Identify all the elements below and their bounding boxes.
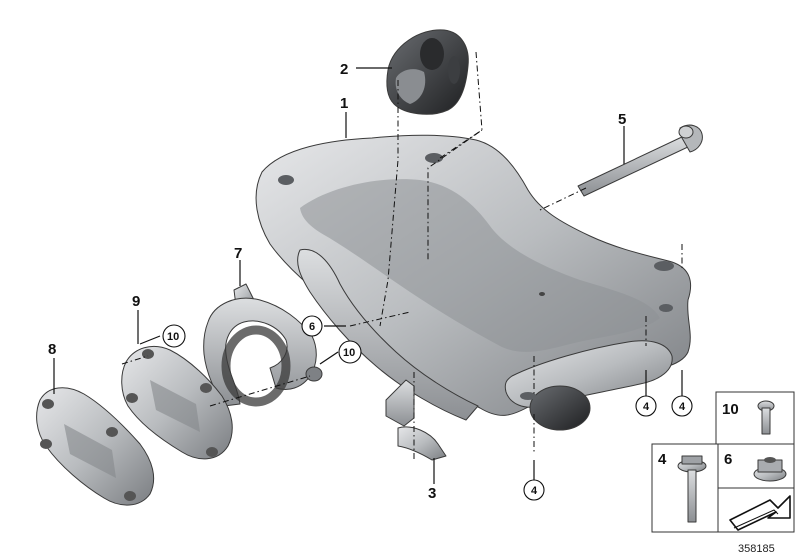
flange-nut-icon bbox=[753, 457, 787, 482]
callout-6: 6 bbox=[309, 321, 315, 333]
callout-8: 8 bbox=[48, 341, 56, 358]
callout-2: 2 bbox=[340, 61, 348, 78]
long-bolt-part-5 bbox=[577, 124, 703, 197]
inset-label-6: 6 bbox=[724, 451, 732, 468]
callout-10-lower: 10 bbox=[343, 347, 355, 359]
bracket-part-9 bbox=[121, 346, 233, 460]
callout-4-left: 4 bbox=[643, 401, 650, 413]
callout-labels: 2 1 5 7 9 8 3 6 10 10 4 4 4 bbox=[48, 61, 693, 502]
rubber-mount-part-2 bbox=[386, 29, 469, 115]
bracket-part-8 bbox=[36, 387, 155, 506]
callout-1: 1 bbox=[340, 95, 348, 112]
screw-icon bbox=[757, 400, 775, 435]
callout-9: 9 bbox=[132, 293, 140, 310]
crossmember-part-1 bbox=[255, 134, 692, 431]
callout-7: 7 bbox=[234, 245, 242, 262]
fastener-inset: 10 4 6 bbox=[651, 391, 795, 533]
leader-lines bbox=[53, 67, 683, 484]
callout-4-bottom: 4 bbox=[531, 485, 538, 497]
flange-bolt-icon bbox=[677, 455, 707, 523]
inset-label-4: 4 bbox=[658, 451, 667, 468]
document-number: 358185 bbox=[738, 543, 775, 555]
callout-5: 5 bbox=[618, 111, 626, 128]
callout-4-right: 4 bbox=[679, 401, 686, 413]
callout-10-upper: 10 bbox=[167, 331, 179, 343]
clamp-ring-part-7 bbox=[203, 283, 323, 407]
callout-3: 3 bbox=[428, 485, 436, 502]
center-lines bbox=[121, 51, 683, 462]
direction-arrow-icon bbox=[729, 495, 791, 531]
inset-label-10: 10 bbox=[722, 401, 739, 418]
